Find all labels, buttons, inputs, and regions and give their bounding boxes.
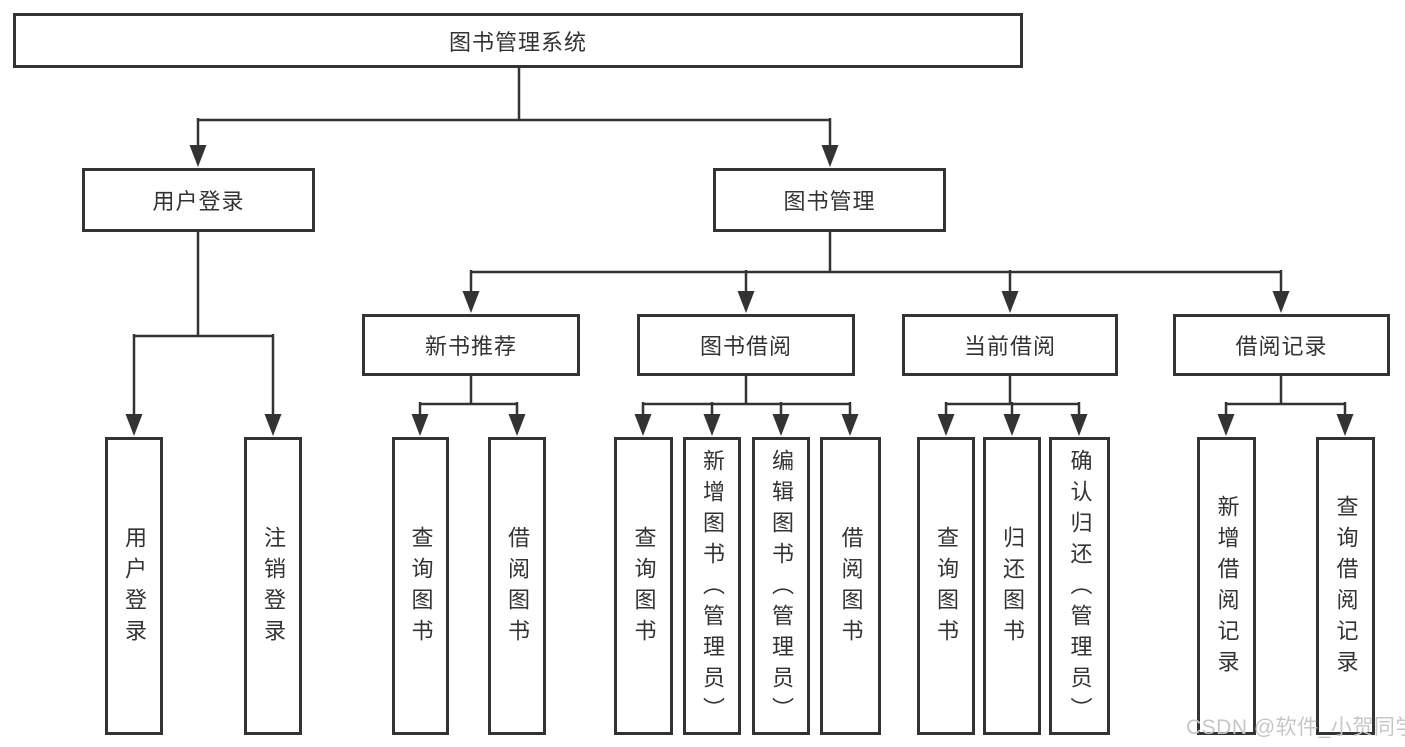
leaf-add-books-admin: 新增图书（管理员） [683, 437, 741, 735]
csdn-watermark: CSDN @软件_小贺同学 [1186, 716, 1405, 739]
node-current-borrow: 当前借阅 [902, 314, 1118, 376]
leaf-borrow-books: 借阅图书 [820, 437, 881, 735]
leaf-confirm-return-admin: 确认归还（管理员） [1049, 437, 1110, 735]
leaf-add-borrow-record: 新增借阅记录 [1197, 437, 1256, 735]
node-root-system: 图书管理系统 [13, 13, 1023, 68]
node-borrow-records: 借阅记录 [1173, 314, 1390, 376]
leaf-query-borrow-record: 查询借阅记录 [1316, 437, 1375, 735]
leaf-edit-books-admin: 编辑图书（管理员） [752, 437, 810, 735]
leaf-return-books: 归还图书 [983, 437, 1041, 735]
node-new-book-recommend: 新书推荐 [362, 314, 580, 376]
leaf-user-login: 用户登录 [105, 437, 163, 735]
leaf-query-books-borrow: 查询图书 [614, 437, 673, 735]
leaf-logout: 注销登录 [244, 437, 302, 735]
connector-path [132, 66, 1347, 416]
node-user-login-branch: 用户登录 [82, 168, 315, 232]
node-book-management-branch: 图书管理 [713, 168, 946, 232]
arrowheads [125, 145, 1354, 436]
node-book-borrow: 图书借阅 [637, 314, 855, 376]
leaf-query-books-recommend: 查询图书 [392, 437, 449, 735]
leaf-query-books-current: 查询图书 [917, 437, 975, 735]
leaf-borrow-books-recommend: 借阅图书 [488, 437, 546, 735]
